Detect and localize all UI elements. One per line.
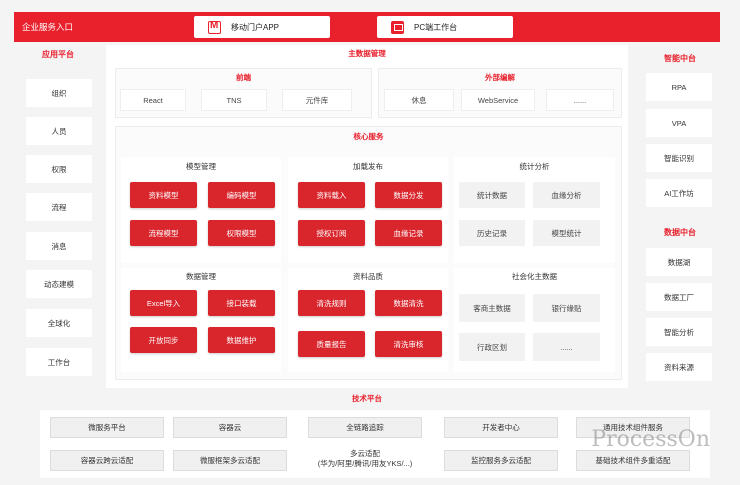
load-publish-card bbox=[288, 157, 448, 263]
social-more-chip[interactable]: ...... bbox=[533, 333, 600, 361]
frontend-component-lib[interactable]: 元件库 bbox=[282, 89, 352, 111]
data-load-button[interactable]: 资料载入 bbox=[298, 182, 365, 208]
api-load-button[interactable]: 接口装载 bbox=[208, 290, 275, 316]
right-item-smart-recognition[interactable]: 智能识别 bbox=[646, 144, 712, 172]
clean-rule-button[interactable]: 清洗规则 bbox=[298, 290, 365, 316]
external-title: 外部编解 bbox=[485, 73, 515, 82]
right-item-data-factory[interactable]: 数据工厂 bbox=[646, 283, 712, 311]
external-webservice[interactable]: WebService bbox=[461, 89, 535, 111]
developer-center[interactable]: 开发者中心 bbox=[444, 417, 558, 438]
microframe-multicloud[interactable]: 微服框架多云适配 bbox=[173, 450, 287, 471]
social-title: 社会化主数据 bbox=[512, 272, 557, 281]
quality-report-button[interactable]: 质量报告 bbox=[298, 331, 365, 357]
stats-title: 统计分析 bbox=[519, 162, 550, 171]
base-tech-multi-adapter[interactable]: 基础技术组件多重适配 bbox=[576, 450, 690, 471]
frontend-tns[interactable]: TNS bbox=[201, 89, 267, 111]
data-distribute-button[interactable]: 数据分发 bbox=[375, 182, 442, 208]
right-item-smart-analysis[interactable]: 智能分析 bbox=[646, 318, 712, 346]
excel-import-button[interactable]: Excel导入 bbox=[130, 290, 197, 316]
left-item-permission[interactable]: 权限 bbox=[26, 155, 92, 183]
master-data-title: 主数据管理 bbox=[348, 49, 386, 58]
model-stats-chip[interactable]: 模型统计 bbox=[533, 220, 600, 246]
left-item-dynamic-model[interactable]: 动态建模 bbox=[26, 270, 92, 298]
model-mgmt-title: 模型管理 bbox=[186, 162, 216, 171]
load-publish-title: 加载发布 bbox=[353, 162, 383, 171]
right-item-vpa[interactable]: VPA bbox=[646, 109, 712, 137]
data-clean-button[interactable]: 数据清洗 bbox=[375, 290, 442, 316]
tech-platform-title: 技术平台 bbox=[352, 394, 382, 403]
mobile-app-label: 移动门户APP bbox=[231, 22, 280, 32]
mobile-app-button[interactable]: 移动门户APP bbox=[194, 16, 330, 38]
pc-workbench-button[interactable]: PC端工作台 bbox=[377, 16, 513, 38]
auth-subscribe-button[interactable]: 授权订阅 bbox=[298, 220, 365, 246]
model-data-button[interactable]: 资料模型 bbox=[130, 182, 197, 208]
lineage-analysis-chip[interactable]: 血缘分析 bbox=[533, 182, 600, 208]
model-process-button[interactable]: 流程模型 bbox=[130, 220, 197, 246]
enterprise-entry-bar: 企业服务入口 移动门户APP PC端工作台 bbox=[14, 12, 720, 42]
admin-region-chip[interactable]: 行政区划 bbox=[459, 333, 525, 361]
pc-workbench-icon bbox=[391, 20, 404, 34]
right-item-rpa[interactable]: RPA bbox=[646, 73, 712, 101]
external-more[interactable]: ...... bbox=[546, 89, 614, 111]
external-rest[interactable]: 休息 bbox=[384, 89, 454, 111]
left-item-workbench[interactable]: 工作台 bbox=[26, 348, 92, 376]
app-platform-title: 应用平台 bbox=[42, 50, 74, 59]
merchant-master-chip[interactable]: 客商主数据 bbox=[459, 294, 525, 322]
frontend-react[interactable]: React bbox=[120, 89, 186, 111]
monitor-multicloud[interactable]: 监控服务多云适配 bbox=[444, 450, 558, 471]
data-mgmt-title: 数据管理 bbox=[186, 272, 216, 281]
model-permission-button[interactable]: 权限模型 bbox=[208, 220, 275, 246]
right-item-data-lake[interactable]: 数据湖 bbox=[646, 248, 712, 276]
clean-audit-button[interactable]: 清洗审核 bbox=[375, 331, 442, 357]
lineage-record-button[interactable]: 血缘记录 bbox=[375, 220, 442, 246]
open-sync-button[interactable]: 开放同步 bbox=[130, 327, 197, 353]
core-services-title: 核心服务 bbox=[353, 132, 384, 141]
quality-title: 资料品质 bbox=[353, 272, 383, 281]
data-maintain-button[interactable]: 数据维护 bbox=[208, 327, 275, 353]
data-mgmt-card bbox=[121, 268, 281, 372]
data-platform-title: 数据中台 bbox=[664, 228, 696, 237]
model-code-button[interactable]: 编码模型 bbox=[208, 182, 275, 208]
left-item-global[interactable]: 全球化 bbox=[26, 309, 92, 337]
left-item-org[interactable]: 组织 bbox=[26, 79, 92, 107]
common-tech-components[interactable]: 通用技术组件服务 bbox=[576, 417, 690, 438]
right-item-ai-workshop[interactable]: AI工作坊 bbox=[646, 179, 712, 207]
pc-workbench-label: PC端工作台 bbox=[414, 22, 458, 32]
multicloud-adapter[interactable]: 多云适配 (华为/阿里/腾讯/用友YKS/...) bbox=[317, 449, 413, 468]
mobile-app-icon bbox=[208, 20, 221, 34]
stats-card bbox=[454, 157, 615, 263]
left-item-process[interactable]: 流程 bbox=[26, 193, 92, 221]
processon-watermark: ProcessOn bbox=[591, 427, 710, 452]
full-link-tracing[interactable]: 全链路追踪 bbox=[308, 417, 422, 438]
container-cloud[interactable]: 容器云 bbox=[173, 417, 287, 438]
left-item-people[interactable]: 人员 bbox=[26, 117, 92, 145]
stats-data-chip[interactable]: 统计数据 bbox=[459, 182, 525, 208]
smart-platform-title: 智能中台 bbox=[664, 54, 696, 63]
right-item-data-source[interactable]: 资料来源 bbox=[646, 353, 712, 381]
model-mgmt-card bbox=[121, 157, 281, 263]
bank-chip[interactable]: 银行缘贴 bbox=[533, 294, 600, 322]
frontend-title: 前端 bbox=[236, 73, 251, 82]
container-cross-cloud[interactable]: 容器云跨云适配 bbox=[50, 450, 164, 471]
enterprise-entry-title: 企业服务入口 bbox=[22, 22, 74, 32]
microservice-platform[interactable]: 微服务平台 bbox=[50, 417, 164, 438]
history-record-chip[interactable]: 历史记录 bbox=[459, 220, 525, 246]
left-item-message[interactable]: 消息 bbox=[26, 232, 92, 260]
